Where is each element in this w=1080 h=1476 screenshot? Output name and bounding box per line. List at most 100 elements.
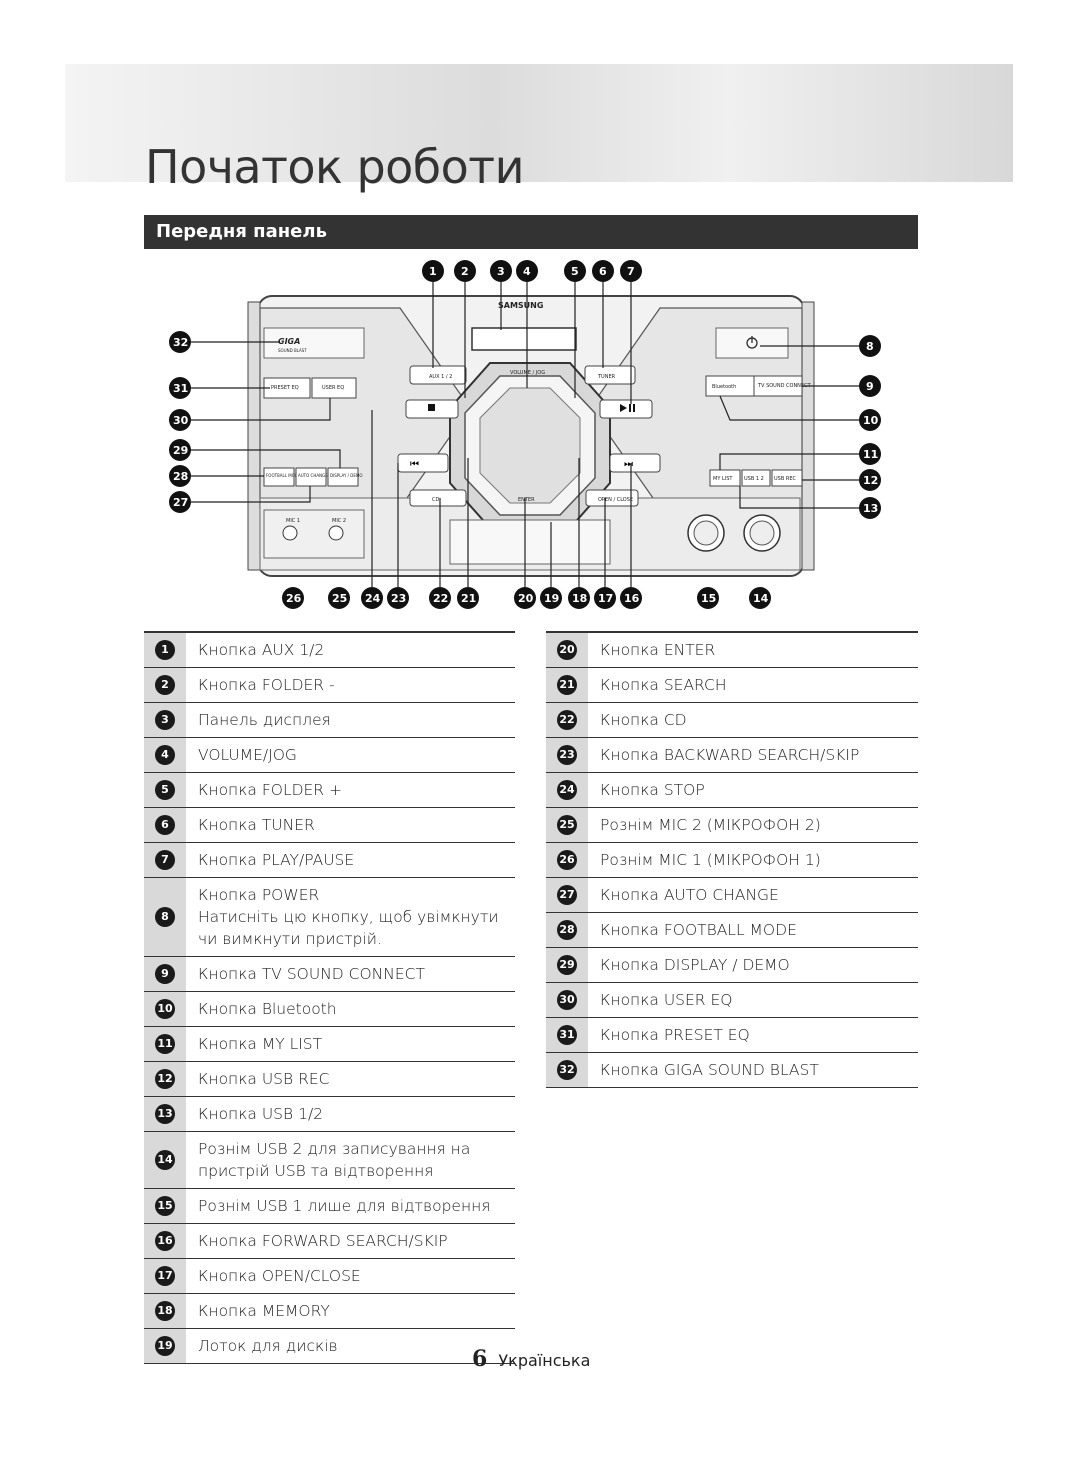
svg-text:14: 14 xyxy=(753,592,769,605)
forward-skip-icon: ⏭ xyxy=(624,459,633,470)
front-panel-diagram: SAMSUNG AUX 1 / 2 VOLUME / JOG TUNER PRE… xyxy=(169,260,881,609)
svg-text:26: 26 xyxy=(286,592,302,605)
svg-text:PRESET EQ: PRESET EQ xyxy=(271,385,299,391)
stop-icon xyxy=(428,404,435,411)
brand-text: SAMSUNG xyxy=(498,301,543,310)
svg-text:19: 19 xyxy=(544,592,559,605)
svg-text:TV SOUND CONNECT: TV SOUND CONNECT xyxy=(757,383,812,389)
svg-text:23: 23 xyxy=(391,592,406,605)
svg-text:Bluetooth: Bluetooth xyxy=(712,384,736,390)
language-label: Українська xyxy=(498,1351,591,1370)
svg-text:USB REC: USB REC xyxy=(774,476,796,482)
usb-rec-button xyxy=(771,469,803,487)
svg-text:25: 25 xyxy=(332,592,347,605)
display-demo-button xyxy=(327,467,359,487)
svg-text:27: 27 xyxy=(173,496,188,509)
backward-skip-icon: ⏮ xyxy=(410,459,419,470)
mic1-jack xyxy=(282,525,298,541)
svg-text:31: 31 xyxy=(173,382,188,395)
play-pause-button xyxy=(599,399,653,419)
svg-text:1: 1 xyxy=(429,265,437,278)
svg-text:SOUND BLAST: SOUND BLAST xyxy=(278,348,307,353)
svg-text:3: 3 xyxy=(497,265,505,278)
callouts-bottom: 26 25 24 23 22 21 20 19 18 17 16 15 14 xyxy=(282,587,771,609)
svg-text:30: 30 xyxy=(173,414,189,427)
svg-text:9: 9 xyxy=(866,380,874,393)
svg-text:VOLUME / JOG: VOLUME / JOG xyxy=(510,370,545,376)
svg-text:6: 6 xyxy=(599,265,607,278)
svg-text:7: 7 xyxy=(627,265,635,278)
disc-tray xyxy=(449,519,611,565)
header-band xyxy=(65,64,1013,182)
svg-text:DISPLAY / DEMO: DISPLAY / DEMO xyxy=(330,473,363,478)
svg-text:MY LIST: MY LIST xyxy=(713,476,733,482)
play-pause-icon xyxy=(620,404,627,412)
callouts-left: 32 31 30 29 28 27 xyxy=(169,331,191,513)
giga-sound-blast-button xyxy=(263,327,365,359)
usb-button xyxy=(741,469,771,487)
section-bar xyxy=(144,215,918,249)
svg-text:20: 20 xyxy=(518,592,534,605)
football-mode-button xyxy=(263,467,295,487)
page-number: 6 xyxy=(472,1346,488,1372)
svg-text:USB 1 2: USB 1 2 xyxy=(744,476,764,482)
cd-button xyxy=(409,489,467,507)
svg-text:GIGA: GIGA xyxy=(278,337,300,346)
svg-text:AUX 1 / 2: AUX 1 / 2 xyxy=(429,374,452,380)
svg-text:10: 10 xyxy=(863,414,879,427)
svg-text:AUTO CHANGE: AUTO CHANGE xyxy=(298,473,328,478)
svg-text:28: 28 xyxy=(173,470,188,483)
svg-text:TUNER: TUNER xyxy=(597,374,616,380)
open-close-button xyxy=(585,489,639,507)
svg-text:ENTER: ENTER xyxy=(518,497,535,503)
svg-text:29: 29 xyxy=(173,444,188,457)
svg-text:17: 17 xyxy=(598,592,613,605)
svg-text:4: 4 xyxy=(523,265,531,278)
my-list-button xyxy=(709,469,741,487)
svg-text:24: 24 xyxy=(365,592,381,605)
svg-text:USER EQ: USER EQ xyxy=(322,385,344,391)
svg-text:5: 5 xyxy=(571,265,579,278)
chapter-title: Початок роботи xyxy=(145,140,525,194)
aux-button xyxy=(409,365,467,385)
auto-change-button xyxy=(295,467,327,487)
svg-text:22: 22 xyxy=(433,592,448,605)
mic2-jack xyxy=(328,525,344,541)
svg-text:MIC 2: MIC 2 xyxy=(332,518,346,524)
svg-text:FOOTBALL MODE: FOOTBALL MODE xyxy=(266,473,301,478)
svg-text:8: 8 xyxy=(866,340,874,353)
svg-text:15: 15 xyxy=(701,592,716,605)
backward-skip-button xyxy=(397,453,449,473)
callouts-right: 8 9 10 11 12 13 xyxy=(859,335,881,519)
svg-text:OPEN / CLOSE: OPEN / CLOSE xyxy=(598,497,633,503)
svg-text:32: 32 xyxy=(173,336,188,349)
svg-text:18: 18 xyxy=(572,592,587,605)
